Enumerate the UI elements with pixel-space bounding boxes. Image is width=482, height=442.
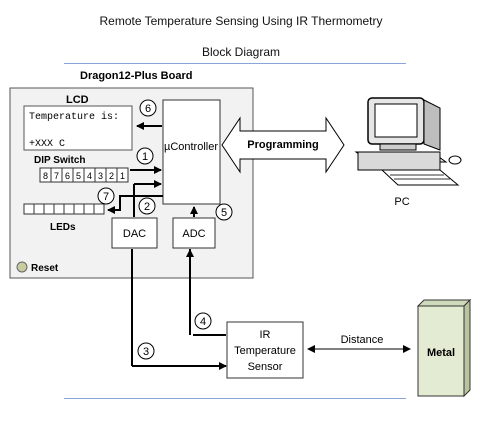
sensor-line1: IR: [260, 329, 271, 341]
pc-icon: [354, 97, 462, 186]
marker-4: 4: [194, 312, 212, 330]
adc-label: ADC: [182, 228, 205, 240]
metal-block: [416, 298, 472, 398]
diagram-subtitle: Block Diagram: [201, 45, 281, 59]
lcd-display: [23, 105, 133, 151]
dac-label: DAC: [123, 228, 146, 240]
dip-digit: 2: [109, 171, 114, 181]
dip-digit: 6: [65, 171, 70, 181]
arrow-ctrl-to-leds: [107, 195, 163, 214]
programming-label: Programming: [247, 139, 319, 151]
dip-digit: 3: [98, 171, 103, 181]
programming-arrow: [221, 116, 345, 174]
svg-text:3: 3: [143, 346, 149, 358]
dip-digit: 1: [120, 171, 125, 181]
marker-2: 2: [138, 197, 156, 215]
lcd-line1: Temperature is:: [29, 111, 119, 123]
svg-text:4: 4: [200, 316, 206, 328]
microcontroller-label: µController: [164, 141, 218, 153]
microcontroller-block: [162, 99, 221, 205]
metal-label: Metal: [427, 347, 455, 359]
dip-switch-label: DIP Switch: [34, 155, 86, 166]
dip-digit: 5: [76, 171, 81, 181]
marker-5: 5: [215, 203, 233, 221]
dip-digit: 8: [43, 171, 48, 181]
board-label: Dragon12-Plus Board: [80, 70, 192, 82]
svg-text:1: 1: [142, 151, 148, 163]
adc-block: [172, 217, 216, 249]
ir-sensor-block: [226, 321, 304, 379]
marker-6: 6: [139, 99, 157, 117]
dip-digit: 7: [54, 171, 59, 181]
leds-label: LEDs: [50, 222, 76, 233]
sensor-line2: Temperature: [234, 345, 296, 357]
dip-digit: 4: [87, 171, 92, 181]
svg-text:6: 6: [145, 103, 151, 115]
lcd-line2: +XXX C: [29, 139, 65, 150]
marker-1: 1: [136, 147, 154, 165]
distance-label: Distance: [341, 334, 384, 346]
svg-text:2: 2: [144, 201, 150, 213]
dac-block: [111, 217, 158, 249]
diagram-title: Remote Temperature Sensing Using IR Ther…: [99, 14, 383, 28]
pc-label: PC: [394, 196, 409, 208]
sensor-line3: Sensor: [248, 361, 283, 373]
dip-switch: 8 7 6 5 4 3 2 1: [39, 167, 129, 183]
svg-text:7: 7: [103, 191, 109, 203]
marker-7: 7: [97, 187, 115, 205]
lcd-label: LCD: [66, 94, 89, 106]
top-divider: [64, 63, 406, 64]
marker-3: 3: [137, 342, 155, 360]
svg-text:5: 5: [221, 207, 227, 219]
reset-label: Reset: [31, 263, 59, 274]
bottom-divider: [64, 398, 406, 399]
led-bar: [23, 203, 105, 215]
reset-button: [16, 261, 28, 273]
